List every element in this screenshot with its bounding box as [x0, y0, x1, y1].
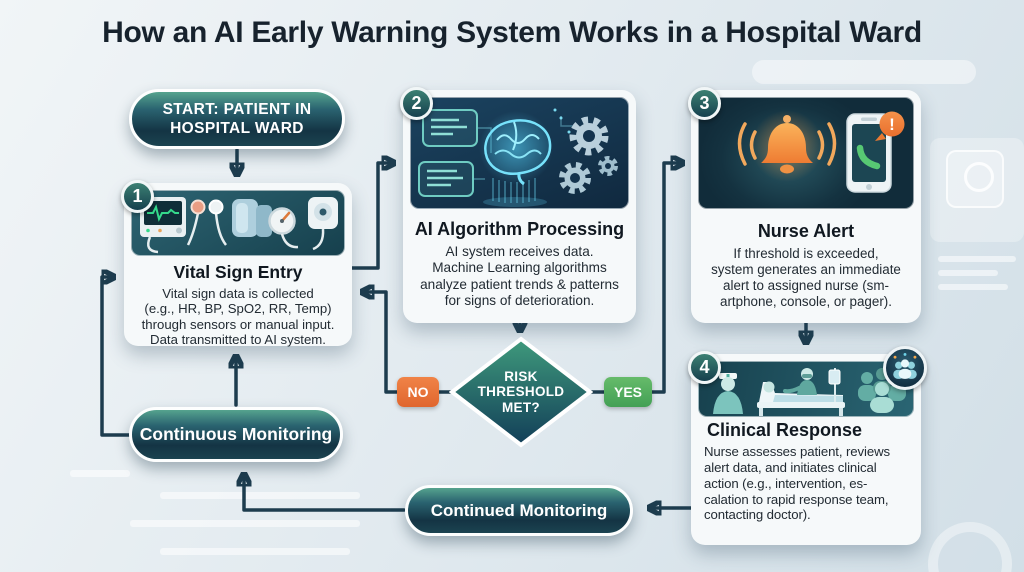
branch-no-badge: NO [397, 377, 439, 407]
card-body: If threshold is exceeded, system generat… [711, 246, 901, 310]
step-number-badge: 1 [121, 180, 154, 213]
branch-yes-badge: YES [604, 377, 652, 407]
care-team-badge-icon [883, 346, 927, 390]
data-message-icon [418, 109, 492, 197]
continuous-monitoring-label: Continuous Monitoring [139, 424, 333, 444]
electrode-icon [208, 199, 224, 215]
arrow-vital-to-ai [350, 163, 394, 270]
patient-bed-icon [757, 381, 845, 416]
nurse-icon [713, 373, 743, 414]
svg-text:!: ! [889, 115, 895, 134]
background-ghost-line [938, 256, 1016, 262]
diamond-shape [448, 336, 594, 448]
decision-label: RISK THRESHOLD MET? [477, 369, 565, 415]
card-clinical-response: 4 [688, 346, 927, 545]
card-body: Nurse assesses patient, reviews alert da… [704, 444, 891, 523]
clinical-scene-icon [713, 368, 906, 416]
step-number-badge: 3 [688, 87, 721, 120]
vital-signs-illustration [131, 190, 345, 256]
clinical-response-illustration [698, 361, 914, 417]
caregiver-icon [783, 368, 817, 395]
background-ghost-line [160, 492, 360, 499]
continued-monitoring-label: Continued Monitoring [430, 500, 608, 520]
step-number-badge: 4 [688, 351, 721, 384]
continued-monitoring-node: Continued Monitoring [405, 485, 633, 536]
background-ghost-line [130, 520, 360, 527]
gear-icon [559, 162, 591, 194]
card-body: AI system receives data. Machine Learnin… [420, 244, 619, 308]
decision-risk-threshold: RISK THRESHOLD MET? [448, 336, 594, 448]
step-number-badge: 2 [400, 87, 433, 120]
ecg-waveform-icon [147, 204, 179, 222]
background-ghost-circle [928, 522, 1012, 572]
ai-brain-illustration [410, 97, 629, 209]
gear-icon [598, 156, 618, 176]
alert-badge-icon: ! [875, 111, 905, 141]
card-title: Nurse Alert [757, 221, 855, 241]
page-title: How an AI Early Warning System Works in … [102, 16, 922, 49]
hologram-beams-icon [492, 178, 536, 203]
alert-illustration: ! [698, 97, 914, 209]
background-ghost-avatar [946, 150, 1004, 208]
iv-drip-icon [828, 368, 841, 402]
background-ghost-line [938, 284, 1008, 290]
sound-waves-icon [737, 122, 837, 166]
ai-brain-icon [418, 108, 618, 207]
card-title: AI Algorithm Processing [414, 219, 625, 239]
start-node: START: PATIENT IN HOSPITAL WARD [129, 89, 345, 149]
phone-call-icon [856, 144, 881, 170]
card-nurse-alert: 3 [688, 87, 921, 323]
background-ghost-line [160, 548, 350, 555]
card-vital-sign-entry: 1 [121, 180, 352, 348]
card-ai-algorithm-processing: 2 [400, 87, 636, 323]
arrow-continued-to-continuous [244, 474, 406, 512]
card-title: Clinical Response [707, 420, 863, 440]
background-ghost-bar [752, 60, 976, 84]
continuous-monitoring-node: Continuous Monitoring [129, 407, 343, 462]
background-ghost-line [70, 470, 130, 477]
card-title: Vital Sign Entry [173, 262, 303, 282]
arrow-continuous-loop-to-vital [100, 277, 132, 437]
gear-icon [569, 116, 609, 156]
medical-devices-icon [140, 197, 338, 254]
electrode-icon [190, 199, 206, 215]
background-ghost-line [938, 270, 998, 276]
card-body: Vital sign data is collected (e.g., HR, … [141, 286, 335, 348]
bell-icon [761, 115, 813, 174]
alert-bell-phone-icon: ! [737, 110, 905, 193]
start-node-label: START: PATIENT IN HOSPITAL WARD [162, 100, 312, 137]
